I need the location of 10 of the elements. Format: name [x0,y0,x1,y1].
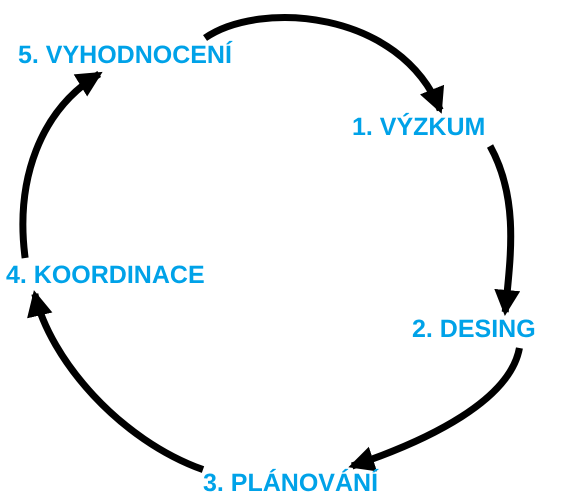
curved-arrow [28,290,204,473]
curved-arrow [20,71,102,258]
curved-arrow [486,144,520,316]
curved-arrow [203,14,444,114]
curved-arrow [348,347,523,472]
step-label: 1. VÝZKUM [352,110,532,146]
step-label: 5. VYHODNOCENÍ [18,38,298,74]
step-label: 3. PLÁNOVÁNÍ [203,466,413,502]
step-label: 4. KOORDINACE [6,258,268,294]
step-label: 2. DESING [412,312,570,348]
